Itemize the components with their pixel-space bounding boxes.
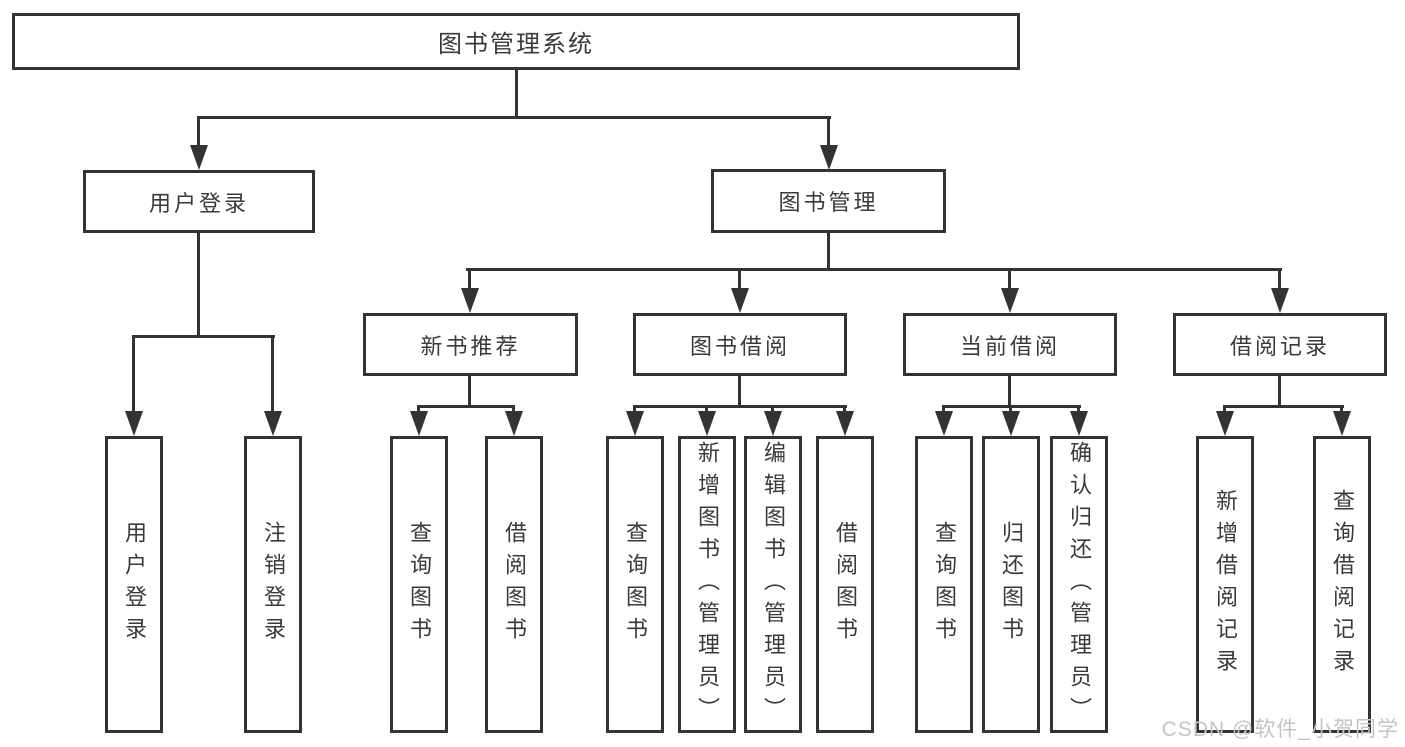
- leaf-logout-label: 注销登录: [261, 520, 286, 649]
- connector-stub: [1008, 268, 1011, 291]
- arrow-down-icon: [410, 411, 428, 436]
- arrow-down-icon: [1271, 288, 1289, 313]
- connector-book-borrow-trunk: [738, 375, 741, 407]
- connector-root-trunk: [515, 70, 518, 119]
- leaf-borrow-books-label: 借阅图书: [833, 520, 858, 649]
- leaf-edit-book-admin-label: 编辑图书（管理员）: [761, 440, 786, 729]
- connector-user-login-trunk: [197, 233, 200, 337]
- connector-stub: [942, 405, 945, 415]
- connector-new-book-trunk: [468, 375, 471, 407]
- node-user-login-label: 用户登录: [148, 190, 249, 216]
- connector-stub: [771, 405, 774, 415]
- arrow-down-icon: [1002, 411, 1020, 436]
- connector-stub: [512, 405, 515, 415]
- leaf-confirm-return-admin-label: 确认归还（管理员）: [1067, 440, 1092, 729]
- node-new-book-recommendation: 新书推荐: [363, 313, 578, 376]
- leaf-borrow-books-recommend-label: 借阅图书: [502, 520, 527, 649]
- connector-stub: [197, 116, 200, 148]
- node-book-borrowing-label: 图书借阅: [689, 333, 790, 359]
- arrow-down-icon: [935, 411, 953, 436]
- leaf-query-borrow-record: 查询借阅记录: [1313, 436, 1371, 733]
- connector-stub: [417, 405, 420, 415]
- node-book-borrowing: 图书借阅: [633, 313, 847, 376]
- connector-stub: [1077, 405, 1080, 415]
- arrow-down-icon: [836, 411, 854, 436]
- node-book-management-label: 图书管理: [778, 190, 879, 215]
- connector-level2-rail: [197, 116, 831, 119]
- connector-current-borrow-trunk: [1008, 375, 1011, 407]
- leaf-borrow-books: 借阅图书: [816, 436, 874, 733]
- leaf-user-login-label: 用户登录: [122, 520, 147, 649]
- arrow-down-icon: [820, 145, 838, 170]
- leaf-add-book-admin: 新增图书（管理员）: [678, 436, 736, 733]
- connector-user-login-rail: [132, 335, 275, 338]
- arrow-down-icon: [626, 411, 644, 436]
- leaf-borrow-books-recommend: 借阅图书: [485, 436, 543, 733]
- arrow-down-icon: [698, 411, 716, 436]
- node-current-borrowing: 当前借阅: [903, 313, 1117, 376]
- connector-book-mgmt-trunk: [827, 233, 830, 271]
- leaf-add-borrow-record-label: 新增借阅记录: [1213, 488, 1238, 681]
- leaf-query-books-current: 查询图书: [915, 436, 973, 733]
- arrow-down-icon: [505, 411, 523, 436]
- arrow-down-icon: [764, 411, 782, 436]
- leaf-query-books-current-label: 查询图书: [932, 520, 957, 649]
- connector-book-borrow-rail: [633, 405, 847, 408]
- leaf-query-borrow-record-label: 查询借阅记录: [1330, 488, 1355, 681]
- watermark: CSDN @软件_小贺同学: [1161, 718, 1399, 741]
- node-root-label: 图书管理系统: [438, 31, 594, 58]
- connector-stub: [705, 405, 708, 415]
- arrow-down-icon: [1216, 411, 1234, 436]
- arrow-down-icon: [125, 411, 143, 436]
- connector-stub: [132, 335, 135, 413]
- node-new-book-recommendation-label: 新书推荐: [420, 333, 521, 359]
- node-user-login: 用户登录: [83, 170, 315, 233]
- connector-borrow-records-trunk: [1278, 375, 1281, 407]
- connector-stub: [468, 268, 471, 291]
- connector-stub: [738, 268, 741, 291]
- connector-stub: [827, 116, 830, 148]
- leaf-add-book-admin-label: 新增图书（管理员）: [695, 440, 720, 729]
- node-borrowing-records: 借阅记录: [1173, 313, 1387, 376]
- leaf-user-login: 用户登录: [105, 436, 163, 733]
- arrow-down-icon: [264, 411, 282, 436]
- arrow-down-icon: [1070, 411, 1088, 436]
- leaf-return-book: 归还图书: [982, 436, 1040, 733]
- connector-stub: [843, 405, 846, 415]
- leaf-query-books-borrow-label: 查询图书: [623, 520, 648, 649]
- connector-level3-rail: [466, 268, 1282, 271]
- leaf-logout: 注销登录: [244, 436, 302, 733]
- node-book-management: 图书管理: [711, 169, 946, 233]
- connector-stub: [1278, 268, 1281, 291]
- node-root: 图书管理系统: [12, 13, 1020, 70]
- leaf-return-book-label: 归还图书: [999, 520, 1024, 649]
- connector-borrow-records-rail: [1223, 405, 1344, 408]
- leaf-query-books-recommend-label: 查询图书: [407, 520, 432, 649]
- arrow-down-icon: [1333, 411, 1351, 436]
- leaf-query-books-recommend: 查询图书: [390, 436, 448, 733]
- connector-stub: [271, 335, 274, 413]
- arrow-down-icon: [731, 288, 749, 313]
- connector-new-book-rail: [417, 405, 515, 408]
- leaf-confirm-return-admin: 确认归还（管理员）: [1050, 436, 1108, 733]
- connector-stub: [1340, 405, 1343, 415]
- leaf-query-books-borrow: 查询图书: [606, 436, 664, 733]
- leaf-add-borrow-record: 新增借阅记录: [1196, 436, 1254, 733]
- arrow-down-icon: [190, 145, 208, 170]
- connector-stub: [1223, 405, 1226, 415]
- node-borrowing-records-label: 借阅记录: [1229, 333, 1330, 359]
- node-current-borrowing-label: 当前借阅: [959, 333, 1060, 359]
- leaf-edit-book-admin: 编辑图书（管理员）: [744, 436, 802, 733]
- connector-stub: [1009, 405, 1012, 415]
- arrow-down-icon: [1001, 288, 1019, 313]
- connector-stub: [633, 405, 636, 415]
- arrow-down-icon: [461, 288, 479, 313]
